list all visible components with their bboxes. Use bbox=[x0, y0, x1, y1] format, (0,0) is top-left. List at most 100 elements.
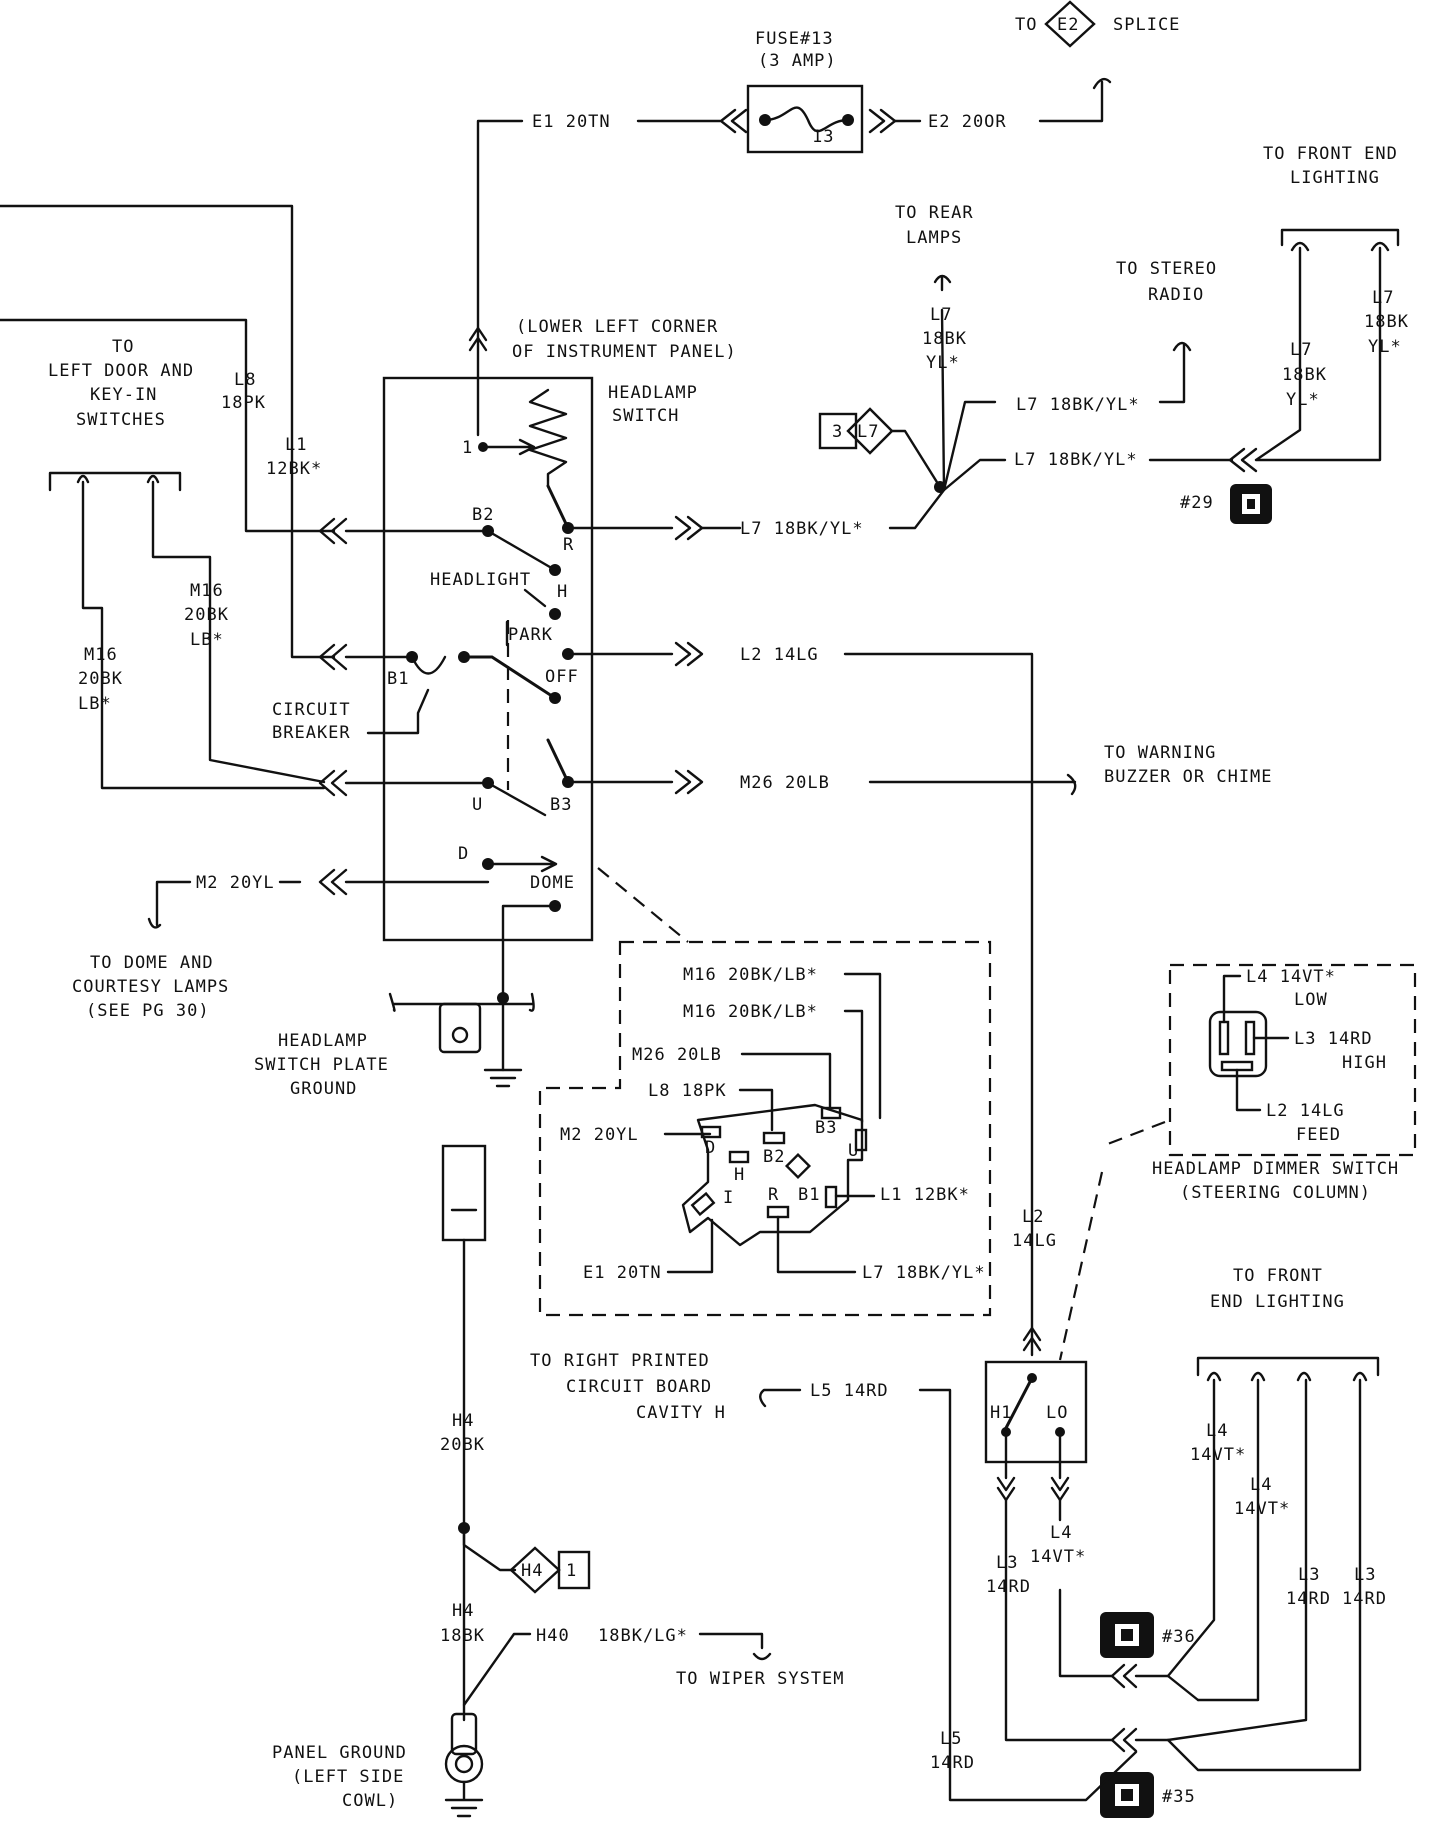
plate-ground-3: GROUND bbox=[290, 1079, 357, 1099]
ground-symbol bbox=[483, 1068, 523, 1088]
right-pcb-1: TO RIGHT PRINTED bbox=[530, 1351, 710, 1371]
circuit-breaker-element bbox=[410, 655, 447, 675]
splice-l7-box bbox=[818, 412, 858, 450]
connector-35 bbox=[1110, 1727, 1138, 1753]
dome-lamps-3: (SEE PG 30) bbox=[86, 1001, 210, 1021]
cv-wire-m26 bbox=[740, 1052, 832, 1110]
splice-l7-id: L7 bbox=[857, 422, 879, 442]
circuit-breaker-1: CIRCUIT bbox=[272, 700, 351, 720]
connector-m26 bbox=[674, 769, 704, 795]
front-end-bottom-terms bbox=[1206, 1371, 1368, 1382]
fuse-box bbox=[746, 84, 864, 154]
switch-term-b1: B1 bbox=[387, 669, 409, 689]
fuse-title: FUSE#13 bbox=[755, 29, 834, 49]
cv-term-u bbox=[854, 1128, 868, 1152]
wire-h40-out bbox=[698, 1632, 772, 1661]
switch-term-h: H bbox=[557, 582, 568, 602]
m16-mid-3: LB* bbox=[190, 630, 224, 650]
cv-m2: M2 20YL bbox=[560, 1125, 639, 1145]
left-door-label: TO LEFT DOOR AND KEY-IN SWITCHES bbox=[48, 337, 194, 430]
dimmer-l2: L2 14LG bbox=[1266, 1101, 1345, 1121]
panel-ground-strap bbox=[450, 1712, 478, 1756]
wire-l3-front-b bbox=[1166, 1378, 1362, 1772]
wire-l7-label-switch: L7 18BK/YL* bbox=[740, 519, 864, 539]
cv-wire-l7 bbox=[776, 1215, 857, 1274]
rheostat bbox=[528, 388, 568, 488]
cv-wire-m16b bbox=[843, 1009, 864, 1124]
panel-ground-2: (LEFT SIDE bbox=[292, 1767, 404, 1787]
l4-c-1: L4 bbox=[1250, 1475, 1272, 1495]
wire-m26-label: M26 20LB bbox=[740, 773, 830, 793]
ground-lug bbox=[438, 1002, 482, 1054]
panel-ground-ring-inner bbox=[454, 1754, 474, 1774]
wire-m16-mid bbox=[146, 474, 326, 784]
warning-1: TO WARNING bbox=[1104, 743, 1216, 763]
left-door-line4: SWITCHES bbox=[76, 410, 166, 430]
connector-m2 bbox=[318, 868, 348, 896]
dimmer-pin-1 bbox=[1218, 1020, 1230, 1056]
wire-l3-front-a bbox=[1166, 1378, 1308, 1742]
cv-e1: E1 20TN bbox=[583, 1263, 662, 1283]
splice-h4-num: 1 bbox=[566, 1561, 577, 1581]
h4-lower-2: 18BK bbox=[440, 1626, 485, 1646]
wire-m16-left bbox=[76, 474, 326, 790]
wire-h4-upper bbox=[462, 1238, 517, 1572]
cv-i: I bbox=[723, 1188, 734, 1208]
m16-left-2: 20BK bbox=[78, 669, 123, 689]
cv-term-h bbox=[728, 1150, 750, 1164]
l7-rear-2: 18BK bbox=[922, 329, 967, 349]
l7-front-b-2: 18BK bbox=[1364, 312, 1409, 332]
splice-e2: TO E2 SPLICE bbox=[1015, 0, 1179, 48]
cv-l7: L7 18BK/YL* bbox=[862, 1263, 986, 1283]
switch-term-off: OFF bbox=[545, 667, 579, 687]
dimmer-term-lo: LO bbox=[1046, 1403, 1068, 1423]
fuse-element bbox=[763, 106, 850, 133]
cv-b2: B2 bbox=[763, 1147, 785, 1167]
wire-l2-down bbox=[843, 652, 1034, 1357]
cv-term-key bbox=[784, 1152, 812, 1180]
switch-blade-b3 bbox=[546, 738, 570, 784]
headlamp-switch-label-1: HEADLAMP bbox=[608, 383, 698, 403]
l5-vert-1: L5 bbox=[940, 1729, 962, 1749]
switch-term-park: PARK bbox=[508, 625, 553, 645]
l3-c-1: L3 bbox=[1354, 1565, 1376, 1585]
front-end-bottom-1: TO FRONT bbox=[1233, 1266, 1323, 1286]
right-pcb-3: CAVITY H bbox=[636, 1403, 726, 1423]
fuse-rating: (3 AMP) bbox=[758, 51, 837, 71]
wire-splice-l7 bbox=[890, 429, 942, 489]
l3-b-1: L3 bbox=[1298, 1565, 1320, 1585]
panel-ground-1: PANEL GROUND bbox=[272, 1743, 407, 1763]
l7-rear-3: YL* bbox=[926, 353, 960, 373]
wire-l7-rear bbox=[940, 308, 946, 492]
cv-d: D bbox=[705, 1138, 716, 1158]
m16-left-3: LB* bbox=[78, 694, 112, 714]
l4-c-2: 14VT* bbox=[1234, 1499, 1290, 1519]
wire-l5 bbox=[918, 1388, 1138, 1802]
dimmer-low: LOW bbox=[1294, 990, 1328, 1010]
cv-term-i bbox=[690, 1191, 716, 1217]
left-door-line1: TO bbox=[112, 337, 134, 357]
leader-dimmer-detail bbox=[1058, 1120, 1166, 1361]
wire-e2-label: E2 20OR bbox=[928, 112, 1007, 132]
ground-strap bbox=[388, 992, 535, 1012]
dimmer-high: HIGH bbox=[1342, 1053, 1387, 1073]
door-switch-bracket bbox=[48, 471, 182, 492]
cv-wire-e1 bbox=[666, 1218, 714, 1274]
wire-l8-label-1: L8 bbox=[234, 370, 256, 390]
cv-m16a: M16 20BK/LB* bbox=[683, 965, 818, 985]
fuse-number: 13 bbox=[812, 127, 834, 147]
wire-l4-front-b bbox=[1196, 1378, 1260, 1702]
connector-36 bbox=[1110, 1663, 1138, 1689]
connector-l8 bbox=[318, 517, 348, 545]
splice-id: E2 bbox=[1057, 15, 1079, 35]
rear-lamps-2: LAMPS bbox=[906, 228, 962, 248]
switch-term-dome: DOME bbox=[530, 873, 575, 893]
rear-lamps-term bbox=[933, 274, 952, 292]
cv-m26: M26 20LB bbox=[632, 1045, 722, 1065]
front-end-top-bracket bbox=[1280, 228, 1400, 252]
front-end-bottom-2: END LIGHTING bbox=[1210, 1292, 1345, 1312]
leader-connector-view bbox=[597, 867, 689, 943]
connector-r bbox=[674, 515, 704, 541]
connector-l2 bbox=[674, 641, 704, 667]
left-door-line2: LEFT DOOR AND bbox=[48, 361, 194, 381]
